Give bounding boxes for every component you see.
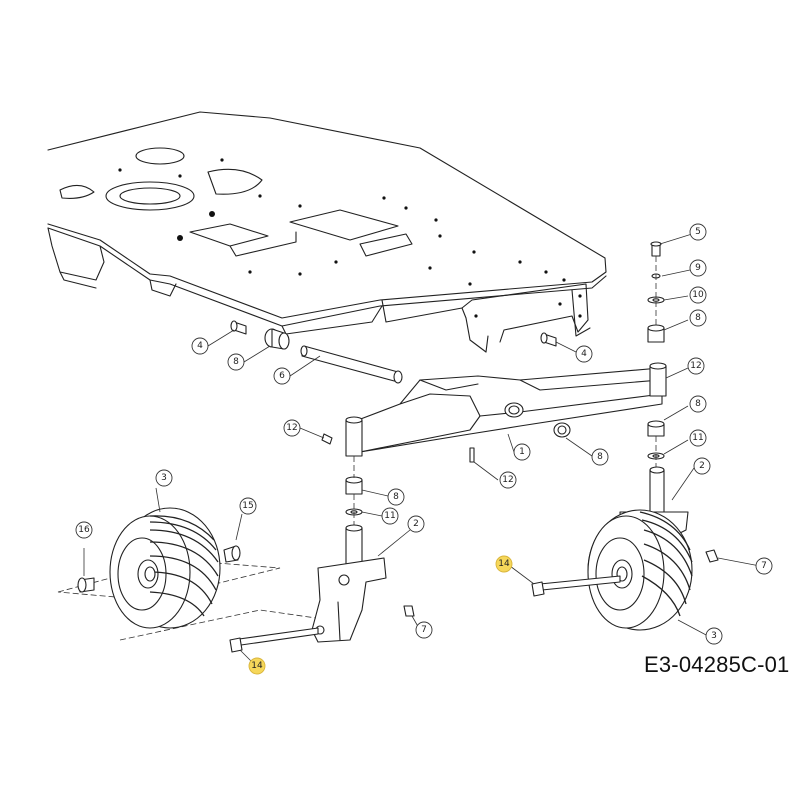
callout-8: 8 [689,395,707,413]
svg-text:8: 8 [393,492,399,502]
svg-text:14: 14 [498,559,510,569]
callout-8: 8 [689,309,707,327]
svg-text:6: 6 [279,371,285,381]
callout-8: 8 [227,353,245,371]
callout-14-highlighted: 14 [495,555,513,573]
svg-text:2: 2 [699,461,705,471]
chassis-frame [47,111,607,353]
callout-7: 7 [415,621,433,639]
pivot-parts [230,320,557,384]
callout-15: 15 [239,497,257,515]
svg-text:12: 12 [286,423,297,433]
left-wheel [57,507,319,653]
svg-text:11: 11 [384,511,395,521]
callout-12: 12 [687,357,705,375]
svg-text:14: 14 [251,661,263,671]
callout-11: 11 [689,429,707,447]
callout-6: 6 [273,367,291,385]
svg-text:10: 10 [692,290,704,300]
callout-14-highlighted: 14 [248,657,266,675]
svg-text:1: 1 [519,447,525,457]
callout-10: 10 [689,286,707,304]
left-spindle-stack [345,456,363,528]
callout-16: 16 [75,521,93,539]
callout-8: 8 [387,488,405,506]
callout-2: 2 [693,457,711,475]
front-axle [321,362,667,463]
svg-text:7: 7 [421,625,427,635]
callout-9: 9 [689,259,707,277]
callout-3: 3 [155,469,173,487]
callout-12: 12 [283,419,301,437]
svg-text:12: 12 [690,361,701,371]
callout-4-left: 4 [191,337,209,355]
callout-12: 12 [499,471,517,489]
callout-3: 3 [705,627,723,645]
callout-5: 5 [689,223,707,241]
drawing-number: E3-04285C-01 [644,652,790,677]
svg-text:4: 4 [581,349,587,359]
svg-text:8: 8 [597,452,603,462]
right-spindle-stack [647,241,665,470]
svg-text:8: 8 [695,313,701,323]
svg-text:2: 2 [413,519,419,529]
callouts: 5 9 10 8 4 4 8 6 12 8 11 12 8 1 12 2 3 8… [75,223,773,675]
svg-text:7: 7 [761,561,767,571]
svg-text:11: 11 [692,433,703,443]
callout-11: 11 [381,507,399,525]
callout-8: 8 [591,448,609,466]
svg-text:3: 3 [711,631,717,641]
callout-2: 2 [407,515,425,533]
svg-text:16: 16 [78,525,90,535]
svg-text:9: 9 [695,263,701,273]
svg-text:8: 8 [233,357,239,367]
svg-text:5: 5 [695,227,701,237]
right-wheel [531,509,693,631]
callout-7: 7 [755,557,773,575]
svg-text:3: 3 [161,473,167,483]
svg-text:8: 8 [695,399,701,409]
svg-text:15: 15 [242,501,253,511]
svg-text:4: 4 [197,341,203,351]
left-spindle-bracket [311,524,415,643]
callout-4-right: 4 [575,345,593,363]
svg-text:12: 12 [502,475,513,485]
callout-1: 1 [513,443,531,461]
